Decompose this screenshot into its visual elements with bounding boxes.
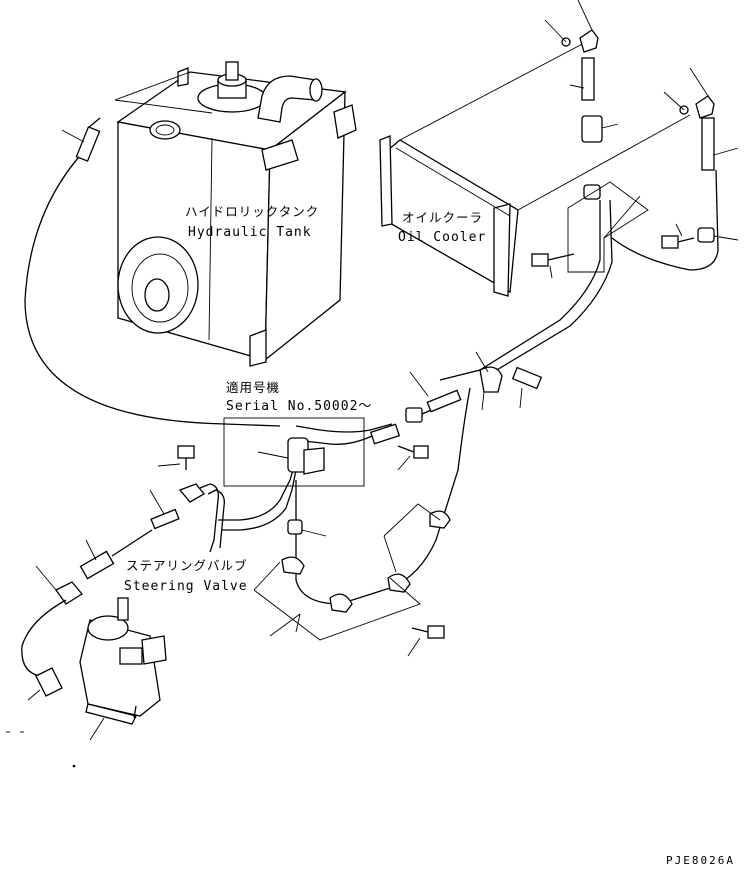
oil-cooler (379, 39, 691, 297)
hydraulic-tank-label-jp: ハイドロリックタンク (185, 204, 319, 219)
steering-valve (79, 597, 167, 741)
hydraulic-tank-label-en: Hydraulic Tank (188, 225, 312, 240)
oil-cooler-label-jp: オイルクーラ (402, 210, 483, 225)
serial-block (223, 417, 365, 487)
drawing-code: PJE8026A (666, 854, 735, 867)
bolt-group-cooler (531, 223, 739, 279)
hydraulic-tank (114, 61, 357, 367)
serial-label-en: Serial No.50002～ (226, 399, 372, 414)
serial-label-jp: 適用号機 (226, 380, 280, 395)
cooler-fittings (544, 0, 739, 200)
steering-valve-label-jp: ステアリングバルブ (126, 558, 248, 573)
oil-cooler-label-en: Oil Cooler (398, 230, 486, 245)
steering-valve-label-en: Steering Valve (124, 579, 248, 594)
